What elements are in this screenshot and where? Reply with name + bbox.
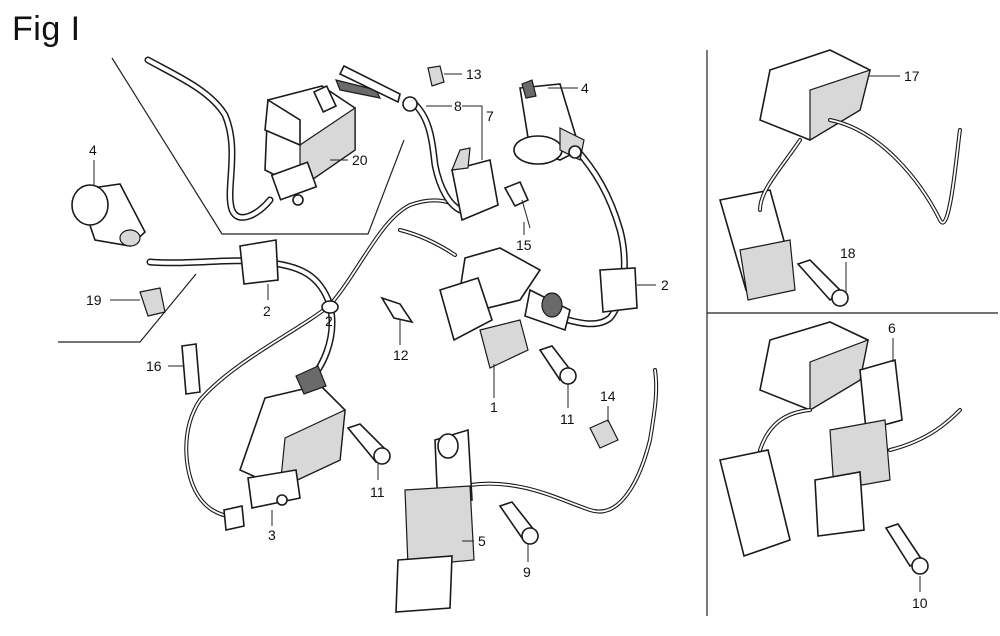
part-ignition-coil-lower xyxy=(223,365,346,531)
part-bolt-9 xyxy=(498,501,539,545)
callout-labels: 13 8 7 4 20 4 15 2 2 19 2 12 16 1 11 14 … xyxy=(86,66,928,611)
callout-13: 13 xyxy=(466,66,482,82)
callout-12: 12 xyxy=(393,347,409,363)
part-exciter-coil xyxy=(439,247,571,369)
inset-lower-assembly xyxy=(719,321,962,575)
callout-15: 15 xyxy=(516,237,532,253)
callout-5: 5 xyxy=(478,533,486,549)
callout-19: 19 xyxy=(86,292,102,308)
callout-2-middle: 2 xyxy=(325,313,333,329)
callout-14: 14 xyxy=(600,388,616,404)
callout-20: 20 xyxy=(352,152,368,168)
part-ignition-coil-upper xyxy=(264,79,382,206)
callout-2-right: 2 xyxy=(661,277,669,293)
leader-lines xyxy=(93,73,921,592)
callout-16: 16 xyxy=(146,358,162,374)
part-harness-clamps xyxy=(239,239,638,314)
callout-8: 8 xyxy=(454,98,462,114)
wiring-harness xyxy=(144,56,659,519)
callout-4-right: 4 xyxy=(581,80,589,96)
part-plug-cap-left xyxy=(71,183,146,247)
callout-9: 9 xyxy=(523,564,531,580)
callout-2-left: 2 xyxy=(263,303,271,319)
part-charge-coil xyxy=(395,428,475,613)
part-small-clips xyxy=(139,287,619,449)
callout-11-left: 11 xyxy=(370,484,385,500)
callout-7: 7 xyxy=(486,108,494,124)
callout-18: 18 xyxy=(840,245,856,261)
panel-dividers xyxy=(58,50,998,616)
callout-3: 3 xyxy=(268,527,276,543)
callout-17: 17 xyxy=(904,68,920,84)
callout-6: 6 xyxy=(888,320,896,336)
callout-4-left: 4 xyxy=(89,142,97,158)
part-bolt-15 xyxy=(503,180,531,229)
figure-title: Fig I xyxy=(12,10,81,48)
inset-upper-assembly xyxy=(718,49,962,307)
part-plug-cap-assembly xyxy=(338,64,499,222)
callout-1: 1 xyxy=(490,399,498,415)
callout-10: 10 xyxy=(912,595,928,611)
part-bolts-11 xyxy=(346,345,577,465)
part-plug-cap-right xyxy=(513,79,585,165)
callout-11-right: 11 xyxy=(560,411,575,427)
